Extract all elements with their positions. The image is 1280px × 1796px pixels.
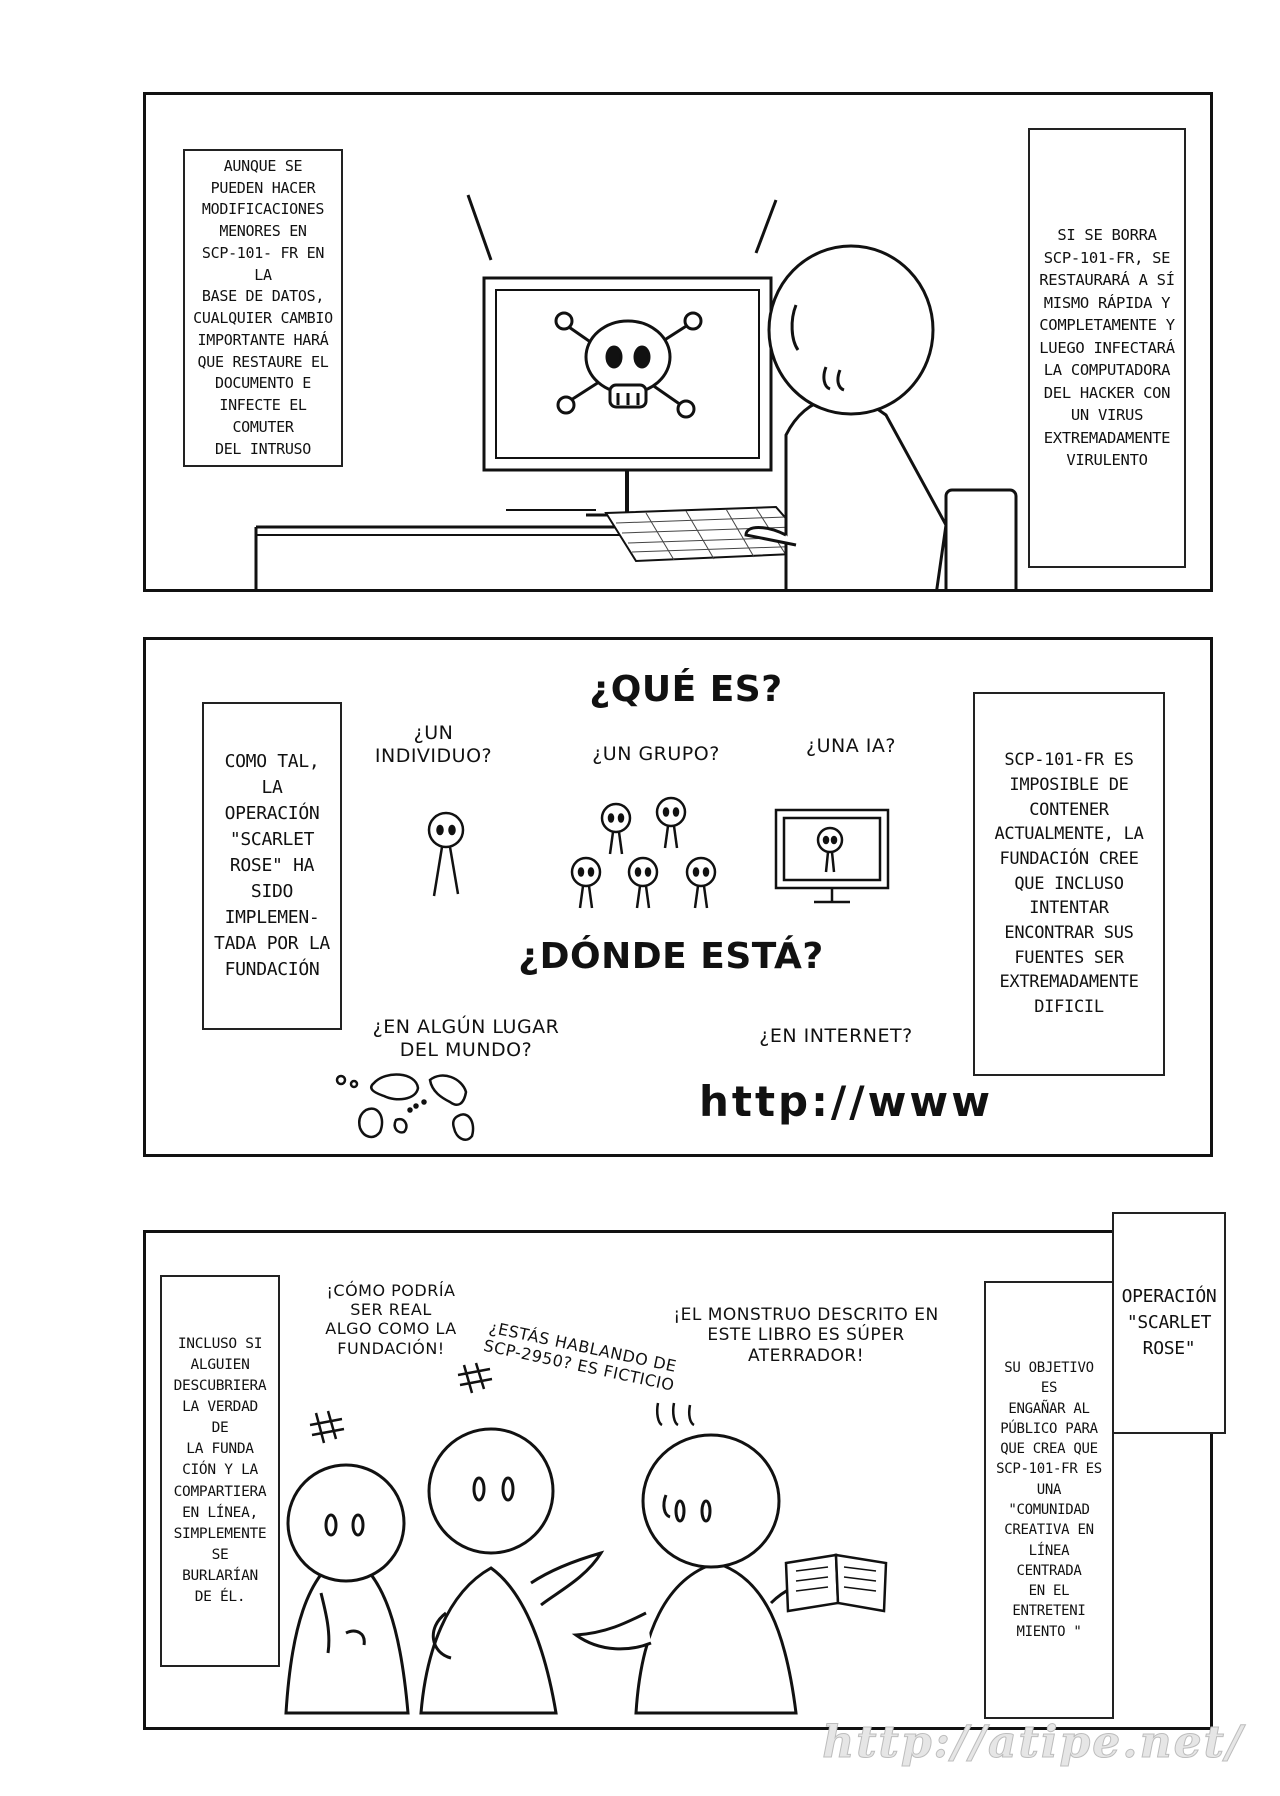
world-map-icon	[335, 1073, 475, 1141]
book-icon	[784, 1553, 888, 1613]
option-group: ¿Un grupo?	[592, 743, 720, 765]
title-where-is-it: ¿Dónde está?	[518, 936, 824, 977]
skull-icon	[554, 311, 703, 419]
option-individual: ¿Un individuo?	[374, 722, 493, 767]
character-middle	[419, 1427, 605, 1715]
speech-how-could-it-be-real: ¡Cómo podría ser real algo como la funda…	[325, 1281, 457, 1358]
panel-3-left-caption: Incluso si alguien descubriera la verdad…	[160, 1275, 280, 1667]
option-somewhere-world: ¿En algún lugar del mundo?	[372, 1016, 560, 1061]
panel-3-right-caption: Su objetivo es engañar al público para q…	[984, 1281, 1114, 1719]
www-text: http://www	[699, 1077, 993, 1126]
panel-2-doodles	[335, 796, 890, 1141]
group-figures	[570, 796, 717, 909]
panel-1-right-caption: Si se borra SCP-101-FR, se restaurará a …	[1028, 128, 1186, 568]
operation-scarlet-rose-tag: Operación "Scarlet Rose"	[1112, 1212, 1226, 1434]
panel-2-left-caption: Como tal, la operación "Scarlet Rose" ha…	[202, 702, 342, 1030]
panel-2: Como tal, la operación "Scarlet Rose" ha…	[143, 637, 1213, 1157]
panel-1: Aunque se pueden hacer modificaciones me…	[143, 92, 1213, 592]
panel-2-right-caption: SCP-101-FR es imposible de contener actu…	[973, 692, 1165, 1076]
individual-figure	[427, 811, 465, 897]
ai-monitor-icon	[774, 808, 890, 904]
option-internet: ¿En internet?	[759, 1025, 913, 1047]
option-ai: ¿Una IA?	[806, 735, 896, 757]
panel-1-left-caption: Aunque se pueden hacer modificaciones me…	[183, 149, 343, 467]
character-left	[284, 1463, 410, 1715]
title-what-is-it: ¿Qué es?	[589, 669, 783, 710]
panel-3-characters	[284, 1362, 888, 1715]
character-right	[571, 1433, 817, 1715]
person-figure	[744, 244, 948, 589]
panel-3: Incluso si alguien descubriera la verdad…	[143, 1230, 1213, 1730]
computer-scene	[254, 194, 1018, 589]
watermark: http://atipe.net/	[822, 1717, 1244, 1769]
speech-monster-scary: ¡El monstruo descrito en este libro es s…	[673, 1305, 939, 1366]
